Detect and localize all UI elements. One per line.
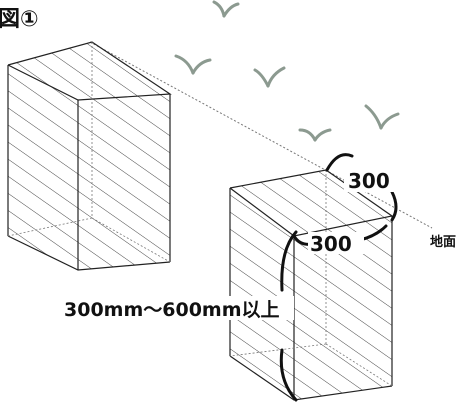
left-hole-box xyxy=(7,41,172,271)
sprout-icon xyxy=(298,128,332,142)
depth-dimension-label: 300mm〜600mm以上 xyxy=(64,299,280,321)
depth-dimension-arc-top xyxy=(280,230,298,292)
side-dimension-bg xyxy=(308,232,364,254)
depth-dimension-bg xyxy=(62,296,294,320)
sprout-icon xyxy=(364,104,400,130)
sprout-icon xyxy=(212,0,240,18)
figure-label: 図① xyxy=(0,7,39,32)
sprout-icon xyxy=(174,54,212,75)
top-dimension-arc xyxy=(325,153,354,172)
depth-dimension-arc-bottom xyxy=(279,348,298,402)
ground-line xyxy=(89,41,433,229)
right-hole-box xyxy=(229,169,394,401)
top-dimension-label: 300 xyxy=(348,169,390,193)
side-dimension-label: 300 xyxy=(310,232,352,256)
ground-label: 地面 xyxy=(430,234,456,250)
top-dimension-arc-right xyxy=(390,190,398,222)
sprout-icon xyxy=(253,66,286,88)
top-dimension-bg xyxy=(344,168,402,192)
